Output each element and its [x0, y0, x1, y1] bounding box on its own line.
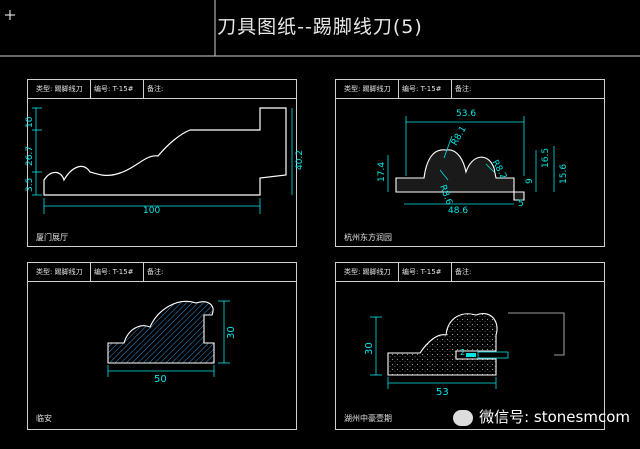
dim-26-7: 26.7 — [25, 146, 35, 166]
dim-17-4: 17.4 — [377, 162, 387, 182]
panel-header: 类型: 踢脚线刀 编号: T-15# 备注: — [28, 80, 296, 99]
dim-30: 30 — [226, 326, 237, 339]
dim-30: 30 — [364, 342, 375, 355]
panel-header: 类型: 踢脚线刀 编号: T-15# 备注: — [28, 263, 296, 282]
note-label: 备注: — [455, 268, 472, 276]
panel-caption: 杭州东方润园 — [344, 233, 392, 242]
number-label: 编号: T-15# — [94, 85, 134, 93]
number-label: 编号: T-15# — [402, 268, 442, 276]
page-title: 刀具图纸--踢脚线刀(5) — [217, 16, 423, 38]
profile-drawing-2: 53.6 17.4 R8.1 R8.6 R8.2 48.6 9 16.5 15.… — [377, 109, 569, 216]
wechat-watermark: 微信号: stonesmcom — [453, 406, 630, 427]
dim-2: 2 — [460, 348, 465, 357]
panel-caption: 临安 — [36, 414, 52, 423]
dim-100: 100 — [143, 206, 160, 216]
dim-40-2: 40.2 — [295, 150, 305, 170]
number-label: 编号: T-15# — [94, 268, 134, 276]
drawing-panel-xiamen[interactable]: 类型: 踢脚线刀 编号: T-15# 备注: 10 26.7 3.5 100 4… — [25, 79, 305, 247]
dim-10: 10 — [25, 116, 35, 128]
dim-9: 9 — [525, 178, 535, 184]
dim-5: 5 — [518, 199, 524, 209]
dim-3-5: 3.5 — [25, 178, 35, 192]
drawing-panel-huzhou[interactable]: 类型: 踢脚线刀 编号: T-15# 备注: 30 53 2 — [335, 262, 605, 430]
type-label: 类型: 踢脚线刀 — [344, 85, 391, 93]
panel-caption: 厦门展厅 — [36, 233, 68, 242]
panel-caption: 湖州中豪壹期 — [344, 414, 392, 423]
dim-50: 50 — [154, 374, 167, 385]
profile-drawing-1: 10 26.7 3.5 100 40.2 — [25, 107, 305, 216]
watermark-text: 微信号: stonesmcom — [479, 408, 630, 426]
type-label: 类型: 踢脚线刀 — [344, 268, 391, 276]
dim-53: 53 — [436, 387, 449, 398]
drawing-panel-hangzhou[interactable]: 类型: 踢脚线刀 编号: T-15# 备注: 53.6 17.4 R8.1 R8… — [335, 79, 605, 247]
panel-header: 类型: 踢脚线刀 编号: T-15# 备注: — [336, 80, 604, 99]
note-label: 备注: — [455, 85, 472, 93]
note-label: 备注: — [147, 85, 164, 93]
dim-15-6: 15.6 — [559, 164, 569, 184]
profile-drawing-3: 30 50 — [107, 300, 237, 385]
number-label: 编号: T-15# — [402, 85, 442, 93]
dim-r8-1: R8.1 — [450, 125, 469, 148]
profile-drawing-4: 30 53 2 — [364, 312, 565, 398]
wechat-icon — [453, 409, 474, 426]
type-label: 类型: 踢脚线刀 — [36, 268, 83, 276]
drawing-panel-linan[interactable]: 类型: 踢脚线刀 编号: T-15# 备注: 30 50 临安 — [27, 262, 297, 430]
note-label: 备注: — [147, 268, 164, 276]
dim-48-6: 48.6 — [448, 206, 468, 216]
dim-16-5: 16.5 — [541, 148, 551, 168]
dim-53-6: 53.6 — [456, 109, 476, 119]
panel-header: 类型: 踢脚线刀 编号: T-15# 备注: — [336, 263, 604, 282]
type-label: 类型: 踢脚线刀 — [36, 85, 83, 93]
